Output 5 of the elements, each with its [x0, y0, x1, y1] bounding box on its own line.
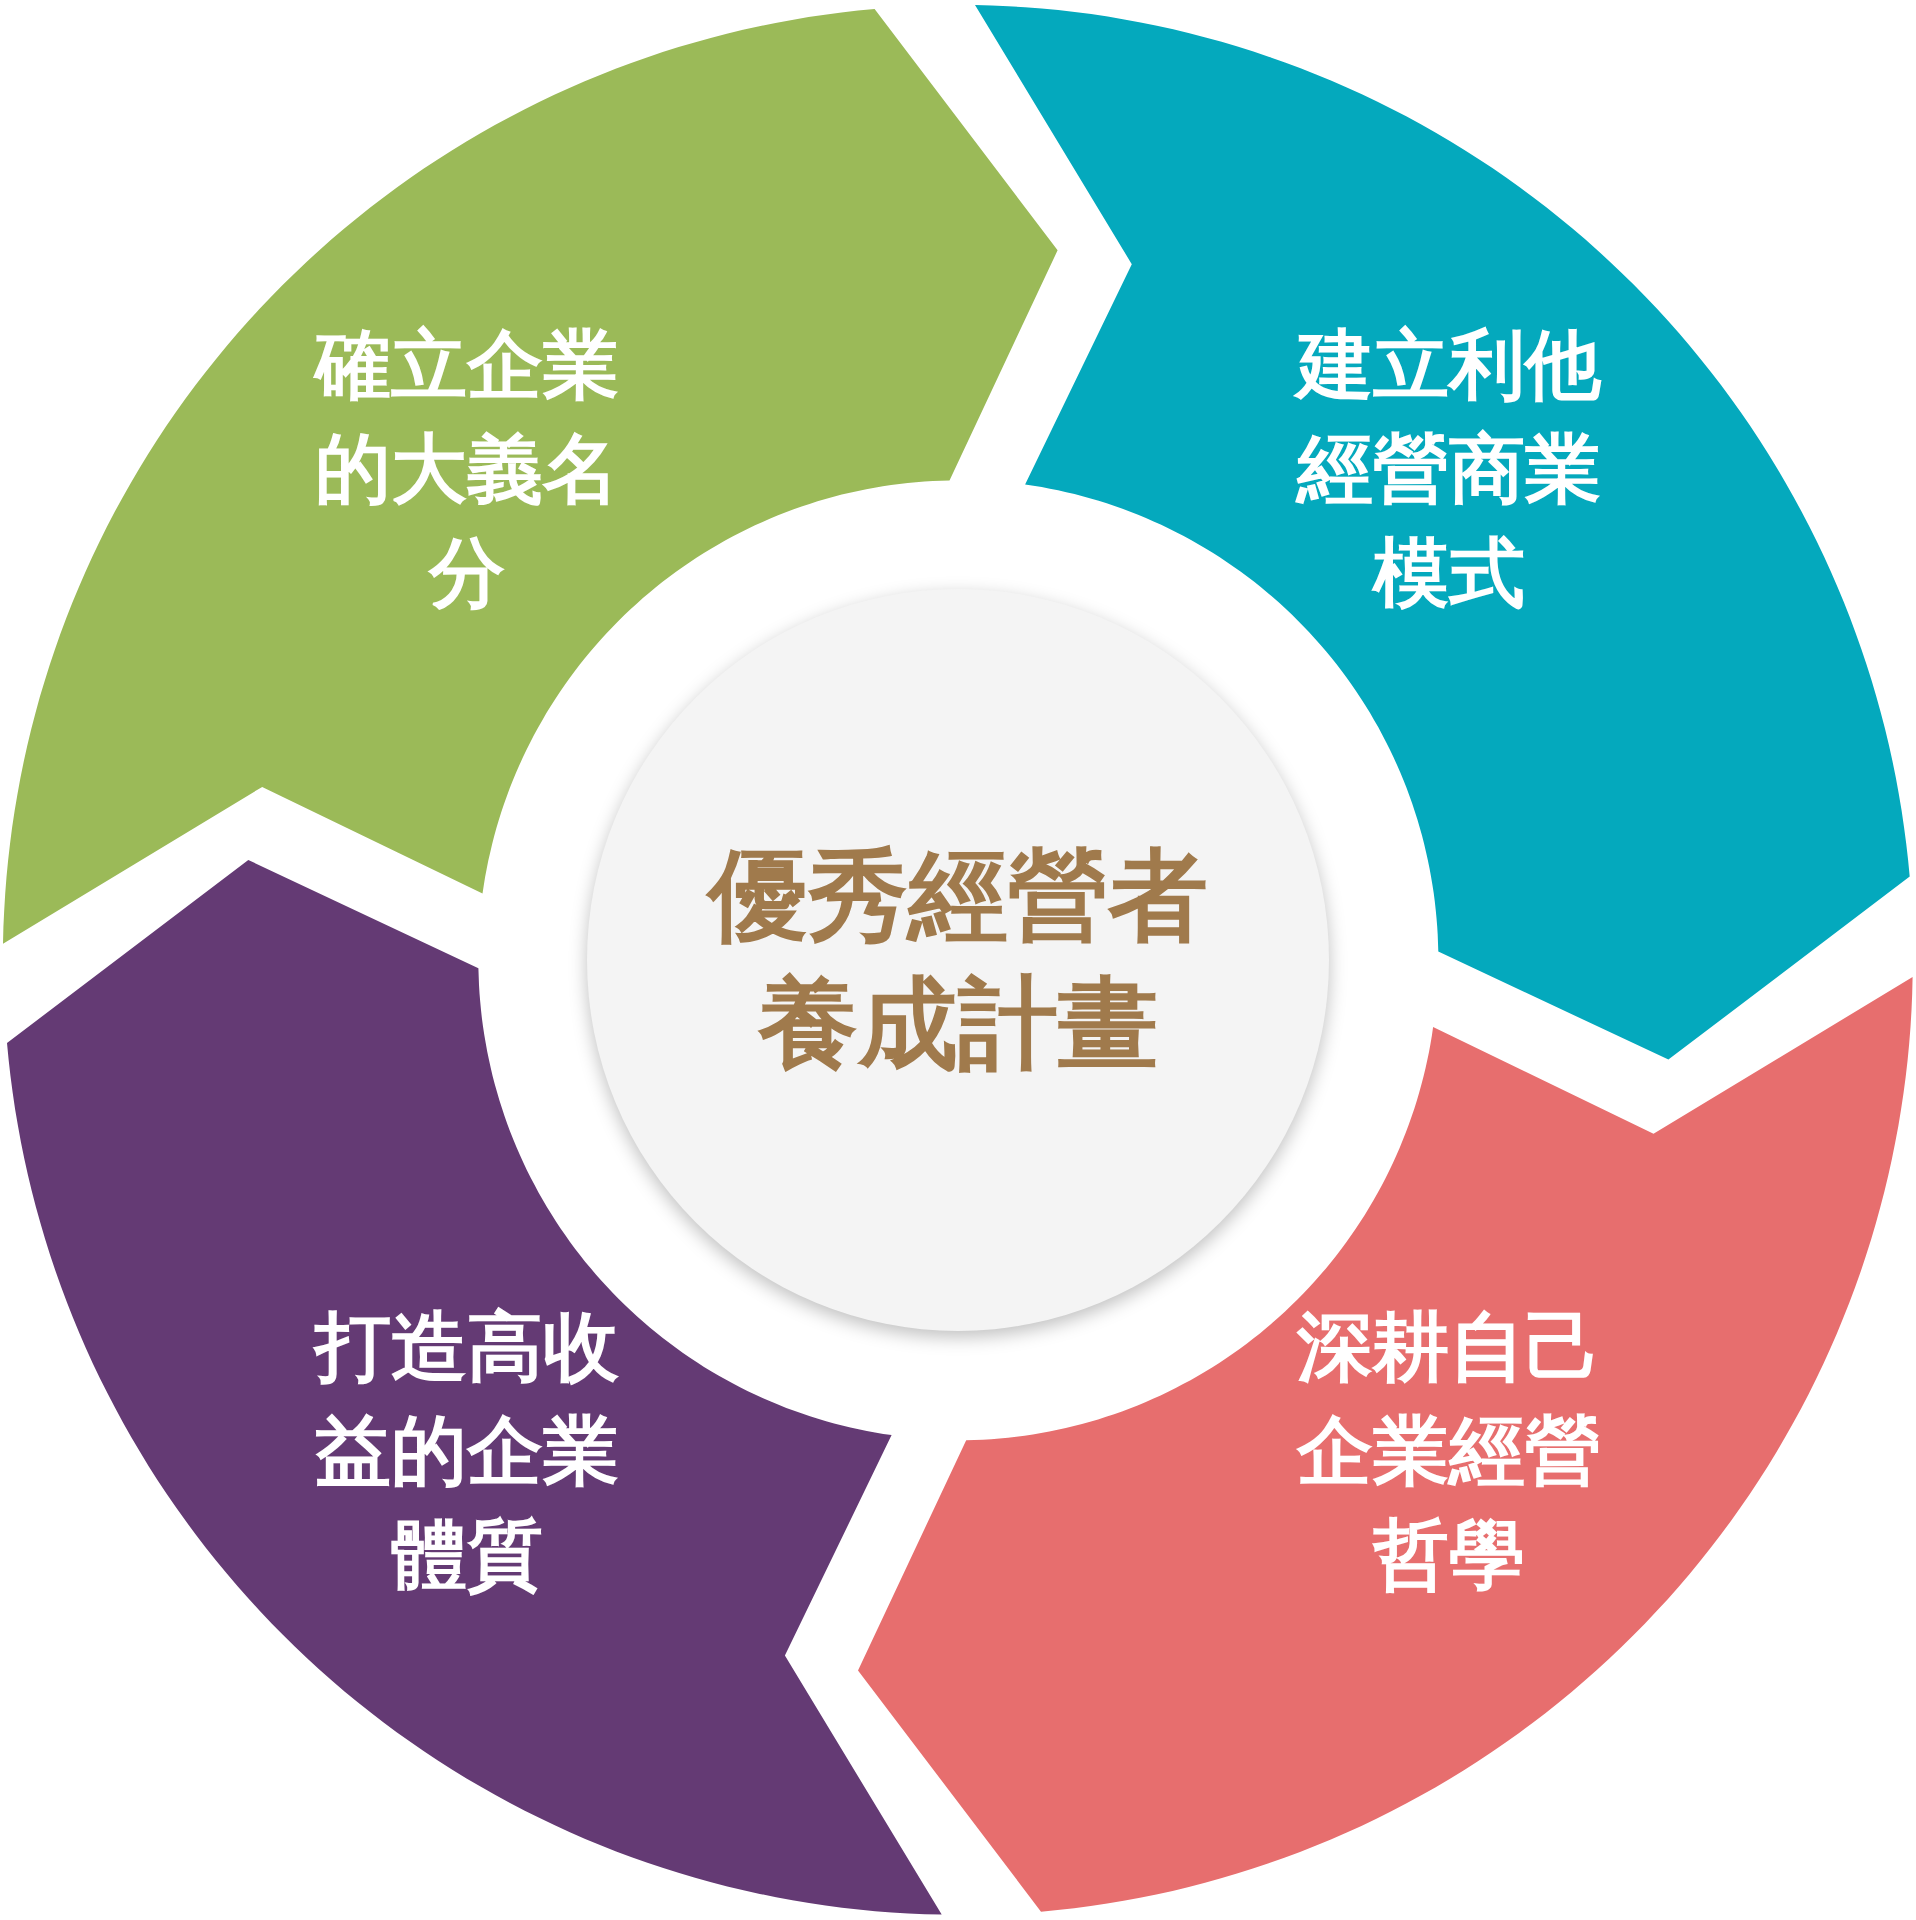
segment-label: 深耕自己企業經營哲學 — [1295, 1301, 1603, 1602]
segment-label: 確立企業的大義名分 — [312, 318, 620, 619]
segment-label: 建立利他經營商業模式 — [1269, 312, 1630, 625]
center-title: 優秀經營者養成計畫 — [698, 832, 1218, 1088]
segment-label: 打造高收益的企業體質 — [312, 1301, 620, 1602]
